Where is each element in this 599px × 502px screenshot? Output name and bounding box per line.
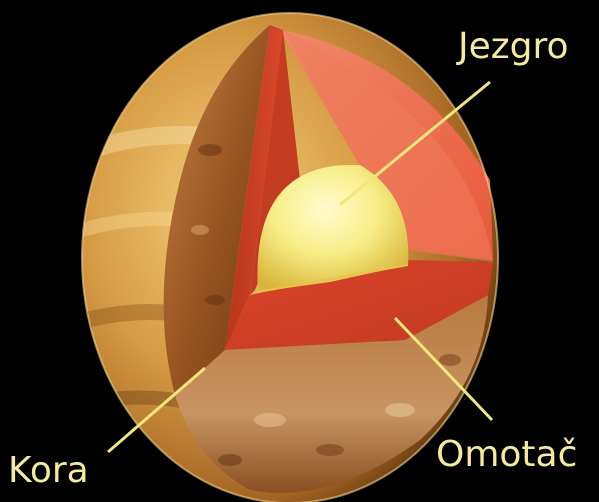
mantle-label: Omotač bbox=[436, 434, 577, 475]
crust-label: Kora bbox=[8, 450, 89, 491]
core-label: Jezgro bbox=[456, 26, 569, 67]
planet bbox=[82, 13, 498, 502]
